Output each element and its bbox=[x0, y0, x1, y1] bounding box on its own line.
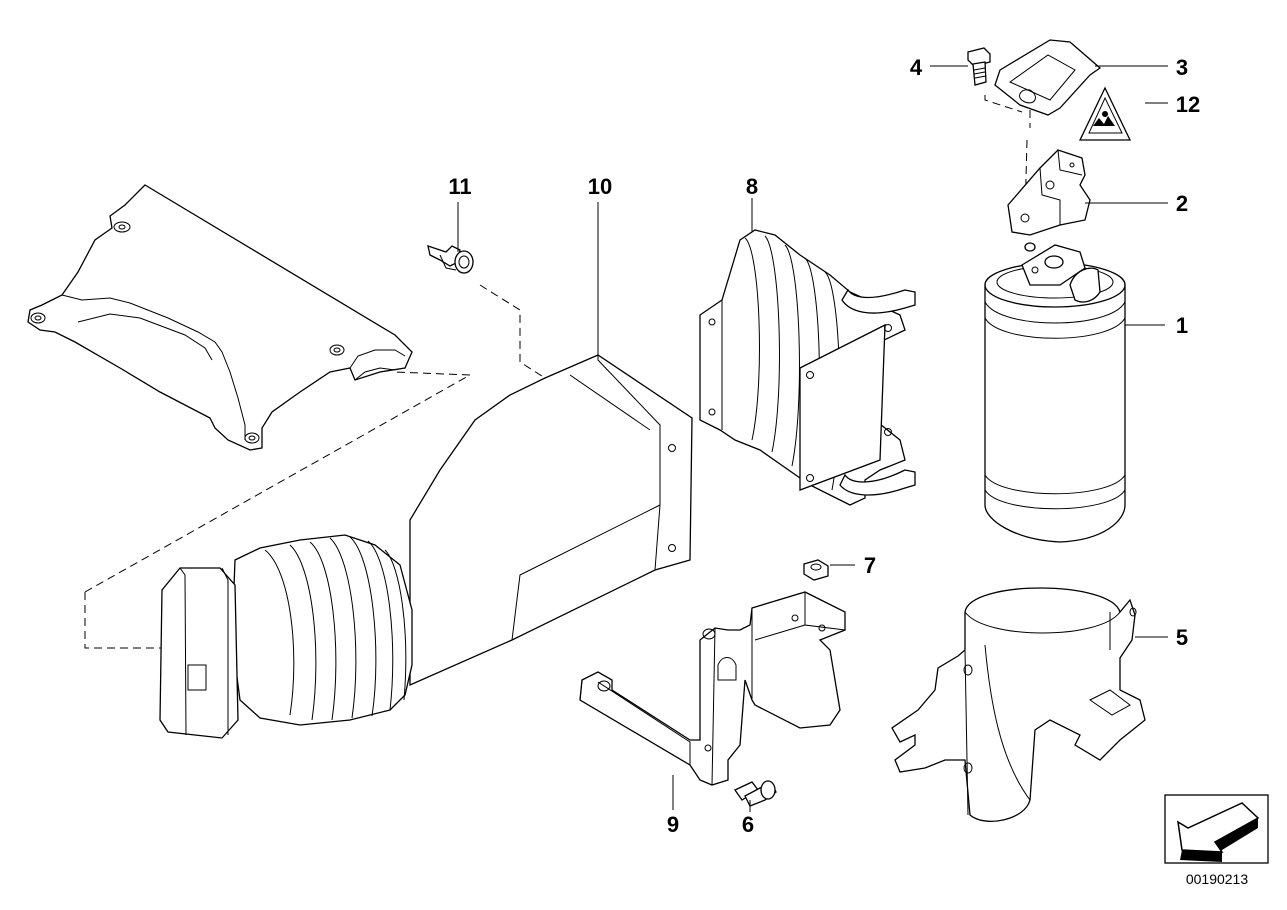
sensor-bracket bbox=[1007, 149, 1091, 236]
part-label-1: 1 bbox=[1176, 313, 1188, 338]
part-label-10: 10 bbox=[588, 174, 612, 199]
part-label-11: 11 bbox=[448, 174, 471, 199]
assembly-guide-lines bbox=[84, 284, 549, 649]
part-label-5: 5 bbox=[1176, 625, 1188, 650]
mounting-bracket bbox=[579, 591, 846, 786]
reference-number: 00190213 bbox=[1186, 871, 1249, 887]
part-label-7: 7 bbox=[864, 553, 876, 578]
part-label-4: 4 bbox=[910, 55, 923, 80]
part-numbers: 1 2 3 4 5 6 7 8 9 10 11 12 bbox=[448, 55, 1200, 837]
bolt-4 bbox=[967, 47, 991, 86]
part-label-6: 6 bbox=[742, 812, 754, 837]
leader-lines bbox=[457, 65, 1168, 812]
part-label-3: 3 bbox=[1176, 55, 1188, 80]
part-label-9: 9 bbox=[667, 812, 679, 837]
direction-arrow-icon bbox=[1177, 802, 1260, 862]
warning-symbol-icon bbox=[1093, 111, 1115, 126]
filter-canister bbox=[984, 242, 1126, 543]
part-label-12: 12 bbox=[1176, 92, 1200, 117]
nut-7 bbox=[803, 559, 829, 581]
warning-label bbox=[1078, 86, 1132, 141]
orientation-arrow-box bbox=[1164, 794, 1269, 864]
bolt-6 bbox=[734, 780, 777, 807]
expanding-rivet bbox=[427, 245, 474, 274]
part-label-2: 2 bbox=[1176, 191, 1188, 216]
part-label-8: 8 bbox=[746, 174, 758, 199]
holder-clip bbox=[984, 39, 1102, 216]
canister-clamp bbox=[891, 587, 1146, 822]
cooler bbox=[699, 229, 916, 506]
underbody-cover bbox=[27, 184, 413, 451]
intake-duct bbox=[159, 354, 693, 739]
